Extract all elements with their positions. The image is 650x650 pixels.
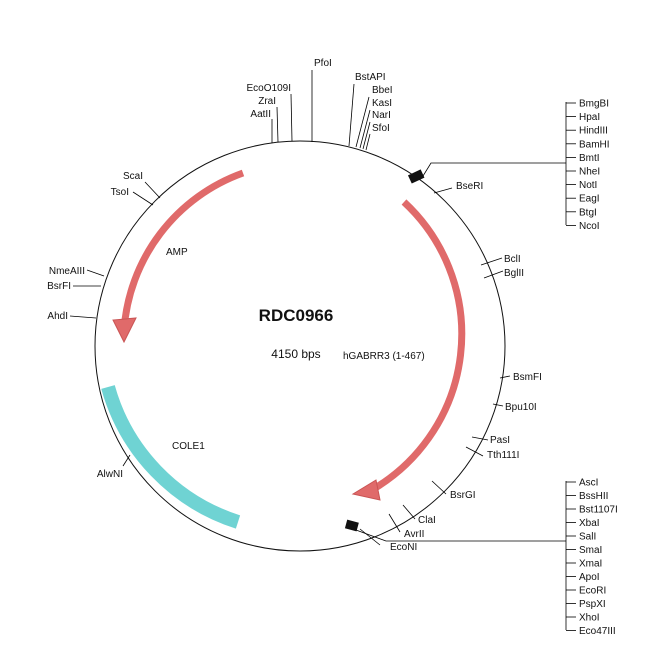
site-tick-bpu10i [492, 403, 504, 407]
mcs-entry-label: Bst1107I [579, 505, 618, 516]
site-tick-clai [402, 504, 416, 520]
mcs-entry-label: HindIII [579, 126, 608, 137]
site-label-nari: NarI [372, 110, 391, 121]
site-label-econi: EcoNI [390, 542, 417, 553]
site-label-bsmfi: BsmFI [513, 372, 542, 383]
site-tick-bsmfi [499, 375, 511, 379]
site-tick-econi [359, 528, 381, 546]
site-tick-nari [362, 121, 371, 150]
mcs-entry-label: NotI [579, 180, 597, 191]
site-label-ahdi: AhdI [47, 311, 68, 322]
site-label-aatii: AatII [250, 109, 271, 120]
mcs-entry-label: SmaI [579, 545, 602, 556]
feature-label-hgabrr3: hGABRR3 (1-467) [343, 351, 425, 362]
site-tick-bcli [480, 257, 503, 266]
site-tick-kasi [359, 109, 371, 149]
mcs-entry-label: EagI [579, 194, 600, 205]
site-tick-alwni [122, 454, 131, 467]
feature-label-amp: AMP [166, 247, 188, 258]
mcs-top-list: BmgBI HpaI HindIII BamHI BmtI NheI NotI EagI Btg… [566, 99, 610, 232]
site-label-pasi: PasI [490, 435, 510, 446]
feature-label-cole1: COLE1 [172, 441, 205, 452]
mcs-top-marker [407, 169, 425, 184]
site-label-zrai: ZraI [258, 96, 276, 107]
site-tick-nmeaiii [86, 269, 105, 277]
site-tick-ecoo109i [290, 93, 293, 142]
site-label-nmeaiii: NmeAIII [49, 266, 85, 277]
site-tick-bsrgi [431, 480, 447, 495]
mcs-entry-label: PspXI [579, 599, 606, 610]
mcs-entry-label: XbaI [579, 518, 600, 529]
site-label-bcli: BclI [504, 254, 521, 265]
site-tick-tsoi [132, 191, 154, 206]
mcs-entry-label: BmgBI [579, 99, 609, 110]
mcs-entry-label: BtgI [579, 207, 597, 218]
site-tick-bstapi [348, 83, 355, 147]
plasmid-backbone [94, 140, 506, 552]
mcs-entry-label: BamHI [579, 139, 610, 150]
mcs-entry-label: NcoI [579, 221, 600, 232]
mcs-top-leader [422, 162, 566, 177]
plasmid-name: RDC0966 [259, 306, 334, 325]
site-label-tth111i: Tth111I [487, 450, 519, 461]
mcs-bottom-marker [344, 519, 359, 532]
amp-arrow-head [112, 317, 137, 344]
mcs-entry-label: EcoRI [579, 586, 606, 597]
cole1-feature [101, 385, 241, 529]
site-label-bbei: BbeI [372, 85, 393, 96]
site-tick-bseri [433, 187, 453, 194]
site-label-bsrgi: BsrGI [450, 490, 476, 501]
mcs-entry-label: SalI [579, 532, 596, 543]
site-label-avrii: AvrII [404, 529, 424, 540]
mcs-entry-label: Eco47III [579, 626, 616, 637]
mcs-entry-label: HpaI [579, 112, 600, 123]
mcs-entry-label: XhoI [579, 613, 600, 624]
site-label-kasi: KasI [372, 98, 392, 109]
site-tick-bbei [355, 96, 370, 148]
site-tick-ahdi [69, 315, 97, 319]
site-tick-sfoi [365, 133, 371, 151]
site-label-bseri: BseRI [456, 181, 483, 192]
site-label-alwni: AlwNI [97, 469, 123, 480]
mcs-bottom-list: AscI BssHII Bst1107I XbaI SalI SmaI XmaI ApoI Ec… [566, 478, 618, 637]
site-label-scai: ScaI [123, 171, 143, 182]
site-tick-scai [144, 181, 161, 199]
site-label-bpu10i: Bpu10I [505, 402, 537, 413]
mcs-entry-label: XmaI [579, 559, 602, 570]
site-label-tsoi: TsoI [111, 187, 129, 198]
mcs-entry-label: ApoI [579, 572, 600, 583]
site-label-bstapi: BstAPI [355, 72, 386, 83]
site-label-pfoi: PfoI [314, 58, 332, 69]
site-tick-pasi [471, 436, 489, 441]
mcs-entry-label: NheI [579, 167, 600, 178]
site-label-clai: ClaI [418, 515, 436, 526]
mcs-entry-label: BssHII [579, 491, 608, 502]
site-tick-tth111i [465, 446, 484, 457]
plasmid-size: 4150 bps [271, 347, 320, 361]
site-label-ecoo109i: EcoO109I [247, 83, 291, 94]
amp-arrow-shaft [120, 169, 245, 331]
mcs-entry-label: AscI [579, 478, 598, 489]
site-tick-avrii [388, 513, 401, 533]
site-tick-bglii [483, 270, 504, 279]
site-label-bglii: BglII [504, 268, 524, 279]
site-label-sfoi: SfoI [372, 123, 390, 134]
site-tick-zrai [276, 106, 279, 143]
mcs-bottom-leader [355, 529, 566, 542]
mcs-entry-label: BmtI [579, 153, 600, 164]
site-label-bsrfi: BsrFI [47, 281, 71, 292]
hgabrr3-arrow-shaft [368, 199, 466, 495]
hgabrr3-arrow-head [351, 479, 381, 501]
